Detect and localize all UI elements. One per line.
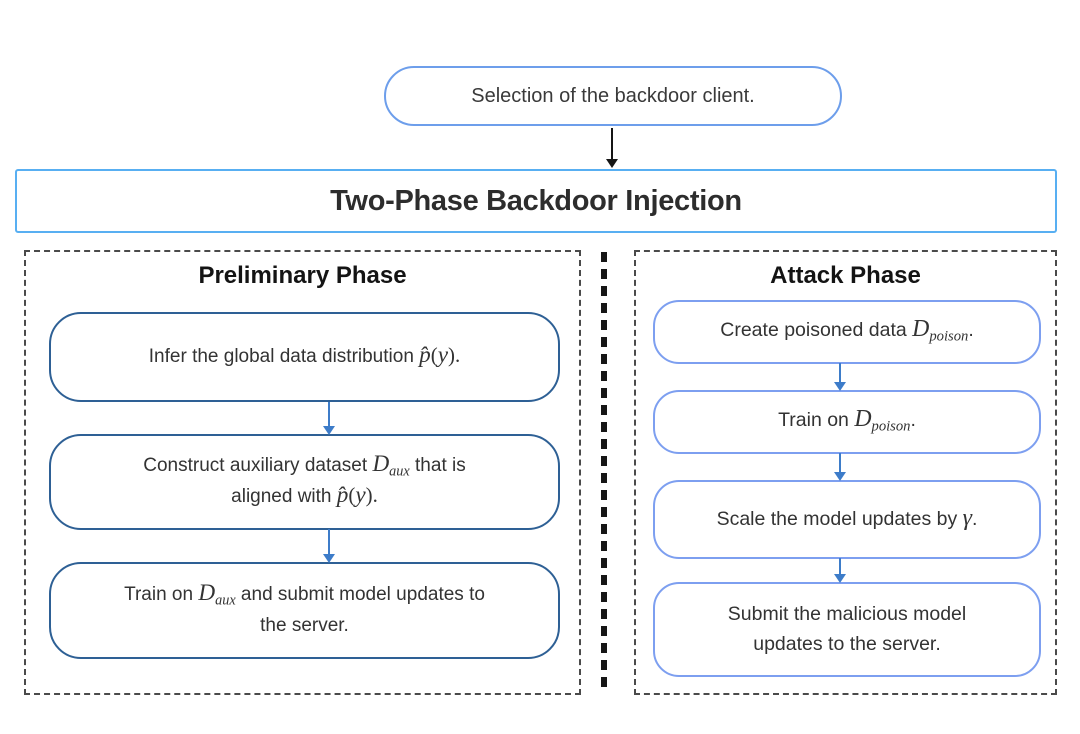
math-text: D: [372, 451, 390, 478]
math-text: ).: [365, 483, 378, 508]
math-text: y: [355, 482, 366, 509]
math-text: ).: [448, 342, 461, 367]
arrow-shaft: [838, 363, 842, 382]
preliminary-phase-container: Preliminary Phase Infer the global data …: [24, 250, 581, 695]
arrow-head: [323, 554, 335, 563]
selection-node-label: Selection of the backdoor client.: [471, 84, 755, 107]
math-text: D: [912, 315, 930, 342]
arrow-down-icon: [833, 558, 847, 583]
step-scale-updates: Scale the model updates by γ.: [653, 480, 1041, 559]
arrow-shaft: [610, 128, 614, 159]
math-text: poison: [871, 418, 911, 435]
arrow-head: [834, 472, 846, 481]
label-text: and submit model updates to: [235, 583, 485, 605]
arrow-down-icon: [605, 128, 619, 168]
label-text: Create poisoned data: [720, 318, 913, 341]
arrow-down-icon: [322, 402, 336, 435]
label-text: Infer the global data distribution: [148, 345, 420, 367]
math-text: aux: [215, 592, 236, 609]
math-text: D: [198, 579, 216, 606]
step-create-poisoned-data: Create poisoned data Dpoison.: [653, 300, 1041, 364]
step-label: Train on Daux and submit model updates t…: [124, 581, 485, 640]
math-text: y: [437, 341, 449, 368]
label-text: Scale the model updates by: [716, 507, 963, 530]
label-text: updates to the server.: [753, 632, 941, 655]
step-label: Submit the malicious model updates to the…: [728, 600, 966, 659]
phase-divider: [601, 252, 607, 690]
two-phase-banner: Two-Phase Backdoor Injection: [15, 169, 1057, 233]
step-train-aux-submit: Train on Daux and submit model updates t…: [49, 562, 560, 659]
math-text: p̂: [419, 341, 431, 368]
math-text: (: [348, 483, 356, 508]
label-text: Train on: [778, 408, 855, 431]
arrow-head: [834, 382, 846, 391]
math-text: γ: [962, 504, 973, 531]
step-submit-malicious-updates: Submit the malicious model updates to the…: [653, 582, 1041, 677]
arrow-head: [606, 159, 618, 168]
arrow-down-icon: [833, 363, 847, 391]
math-text: p̂: [336, 482, 349, 509]
label-text: Construct auxiliary dataset: [143, 455, 373, 477]
label-text: that is: [409, 455, 466, 477]
label-text: Train on: [124, 583, 199, 605]
label-text: aligned with: [231, 486, 337, 508]
label-text: .: [910, 408, 916, 431]
arrow-shaft: [838, 453, 842, 472]
step-label: Train on Dpoison.: [778, 406, 916, 439]
label-text: .: [972, 507, 978, 530]
step-label: Scale the model updates by γ.: [717, 505, 978, 534]
step-label: Infer the global data distribution p̂(y)…: [149, 343, 460, 372]
label-text: the server.: [260, 614, 349, 636]
attack-phase-container: Attack Phase Create poisoned data Dpoiso…: [634, 250, 1057, 695]
math-text: aux: [389, 463, 410, 480]
step-label: Create poisoned data Dpoison.: [720, 316, 973, 349]
math-text: poison: [929, 328, 969, 345]
preliminary-phase-heading: Preliminary Phase: [198, 262, 407, 289]
arrow-head: [323, 426, 335, 435]
arrow-head: [834, 574, 846, 583]
two-phase-banner-label: Two-Phase Backdoor Injection: [330, 184, 742, 217]
step-infer-distribution: Infer the global data distribution p̂(y)…: [49, 312, 560, 402]
step-construct-auxiliary-dataset: Construct auxiliary dataset Daux that is…: [49, 434, 560, 530]
math-text: (: [430, 342, 438, 367]
arrow-shaft: [327, 529, 331, 554]
arrow-down-icon: [322, 529, 336, 563]
label-text: .: [968, 318, 974, 341]
step-train-poison: Train on Dpoison.: [653, 390, 1041, 454]
arrow-down-icon: [833, 453, 847, 481]
step-label: Construct auxiliary dataset Daux that is…: [143, 452, 465, 511]
selection-node: Selection of the backdoor client.: [384, 66, 842, 126]
attack-phase-heading: Attack Phase: [770, 262, 921, 289]
arrow-shaft: [838, 558, 842, 574]
label-text: Submit the malicious model: [727, 603, 967, 626]
arrow-shaft: [327, 402, 331, 426]
math-text: D: [854, 405, 872, 432]
